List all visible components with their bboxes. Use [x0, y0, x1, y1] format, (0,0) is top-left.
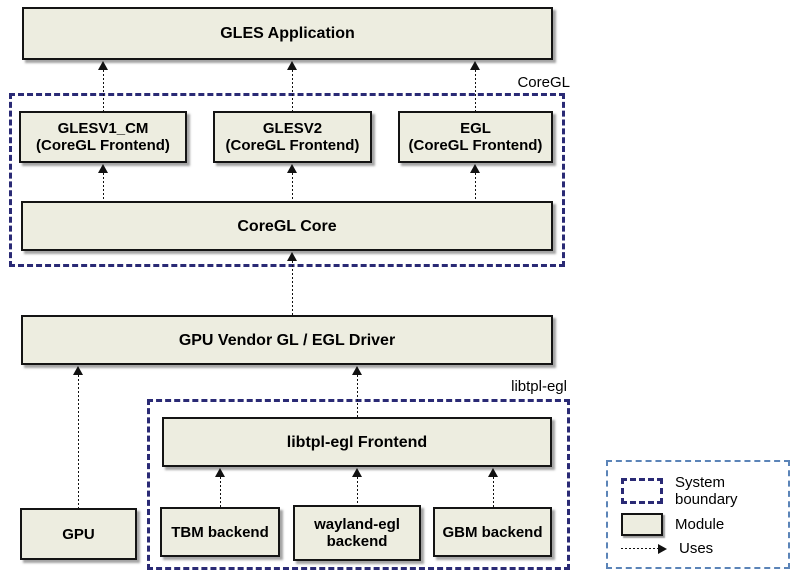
node-libtpl-egl-frontend: libtpl-egl Frontend — [162, 417, 552, 467]
node-gpu-vendor-driver: GPU Vendor GL / EGL Driver — [21, 315, 553, 365]
arrowhead-icon — [470, 61, 480, 70]
uses-arrow-core-to-egl — [470, 164, 480, 201]
arrowhead-icon — [98, 61, 108, 70]
libtpl-egl-system-boundary — [147, 399, 570, 570]
legend-row-module: Module — [621, 512, 775, 536]
uses-arrow-frontend-to-driver — [352, 366, 362, 417]
uses-arrow-egl-to-app — [470, 61, 480, 111]
uses-arrow-tbm-to-frontend — [215, 468, 225, 507]
legend-module-label: Module — [675, 515, 725, 533]
libtpl-egl-boundary-label: libtpl-egl — [511, 378, 567, 395]
uses-arrow-driver-to-core — [287, 252, 297, 315]
coregl-system-boundary — [9, 93, 565, 267]
node-egl-frontend: EGL (CoreGL Frontend) — [398, 111, 553, 163]
node-gpu: GPU — [20, 508, 137, 560]
legend-system-boundary-label: System boundary — [675, 474, 738, 508]
uses-arrow-glesv1-to-app — [98, 61, 108, 111]
module-swatch-icon — [621, 512, 663, 536]
node-coregl-core: CoreGL Core — [21, 201, 553, 251]
system-boundary-swatch-icon — [621, 478, 663, 504]
node-tbm-backend: TBM backend — [160, 507, 280, 557]
uses-arrow-core-to-glesv2 — [287, 164, 297, 201]
arrowhead-icon — [287, 164, 297, 173]
uses-arrow-gpu-to-driver — [73, 366, 83, 508]
uses-arrow-swatch-icon — [621, 543, 667, 554]
legend: System boundary Module Uses — [606, 460, 790, 569]
node-gbm-backend: GBM backend — [433, 507, 552, 557]
arrowhead-icon — [470, 164, 480, 173]
legend-row-system-boundary: System boundary — [621, 474, 775, 508]
arrowhead-icon — [488, 468, 498, 477]
node-glesv2-frontend: GLESV2 (CoreGL Frontend) — [213, 111, 372, 163]
legend-row-uses: Uses — [621, 540, 775, 557]
uses-arrow-glesv2-to-app — [287, 61, 297, 111]
arrowhead-icon — [98, 164, 108, 173]
uses-arrow-wayland-to-frontend — [352, 468, 362, 505]
arrowhead-icon — [215, 468, 225, 477]
legend-uses-label: Uses — [679, 540, 714, 557]
node-wayland-egl-backend: wayland-egl backend — [293, 505, 421, 561]
coregl-boundary-label: CoreGL — [517, 74, 570, 91]
uses-arrow-core-to-glesv1 — [98, 164, 108, 201]
uses-arrow-gbm-to-frontend — [488, 468, 498, 507]
node-glesv1-cm-frontend: GLESV1_CM (CoreGL Frontend) — [19, 111, 187, 163]
arrowhead-icon — [287, 61, 297, 70]
arrowhead-icon — [73, 366, 83, 375]
arrowhead-icon — [287, 252, 297, 261]
arrowhead-icon — [352, 468, 362, 477]
arrowhead-icon — [352, 366, 362, 375]
node-gles-application: GLES Application — [22, 7, 553, 60]
